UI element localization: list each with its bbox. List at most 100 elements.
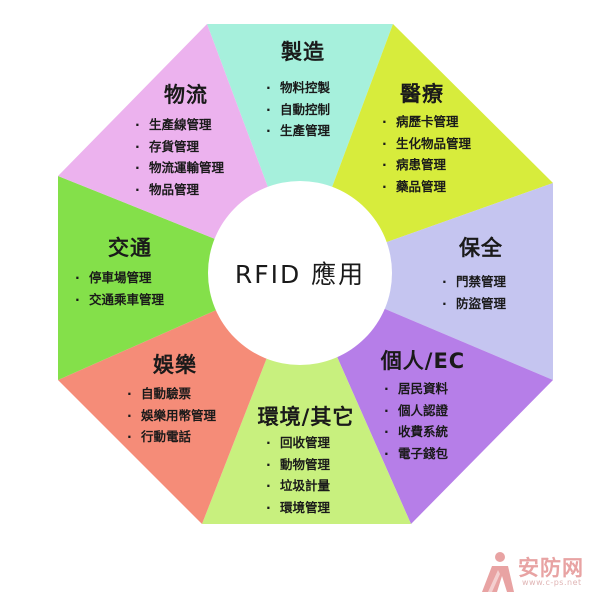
watermark-logo: 安防网 www.c-ps.net	[478, 548, 596, 596]
list-item: · 回收管理	[266, 432, 330, 454]
list-item: · 生產線管理	[135, 114, 224, 136]
list-item-label: 物流運輸管理	[149, 160, 225, 175]
segment-environment-other-wedge	[202, 273, 411, 524]
list-item-label: 回收管理	[280, 435, 331, 450]
segment-title-environment-other: 環境/其它	[257, 405, 355, 429]
bullet-icon: ·	[384, 445, 389, 461]
list-item: · 個人認證	[384, 400, 448, 422]
segment-title-logistics: 物流	[164, 83, 208, 107]
list-item-label: 防盜管理	[456, 295, 507, 311]
bullet-icon: ·	[382, 157, 387, 172]
watermark-text: 安防网	[518, 556, 584, 580]
list-item-label: 物料控製	[280, 80, 331, 95]
bullet-icon: ·	[135, 181, 140, 197]
list-item-label: 居民資料	[398, 381, 449, 396]
segment-list-security: · 門禁管理 · 防盜管理	[442, 271, 506, 314]
list-item-label: 物品管理	[149, 181, 200, 197]
segment-title-entertainment: 娛樂	[153, 353, 197, 377]
list-item-label: 行動電話	[141, 429, 192, 444]
list-item: · 生化物品管理	[382, 133, 471, 155]
list-item: · 物料控製	[266, 77, 330, 99]
bullet-icon: ·	[442, 295, 447, 311]
list-item-label: 電子錢包	[398, 445, 449, 461]
list-item-label: 停車場管理	[89, 270, 152, 285]
segment-list-personal-ec: · 居民資料 · 個人認證 · 收費系統 · 電子錢包	[384, 378, 448, 464]
bullet-icon: ·	[382, 135, 387, 151]
list-item: · 電子錢包	[384, 443, 448, 465]
list-item: ·動物管理	[266, 454, 330, 476]
list-item-label: 收費系統	[398, 424, 449, 439]
segment-title-traffic: 交通	[108, 236, 152, 260]
segment-list-medical: ·病歷卡管理·生化物品管理·病患管理·藥品管理	[382, 111, 471, 197]
bullet-icon: ·	[75, 291, 80, 307]
list-item: · 娛樂用幣管理	[127, 405, 216, 427]
list-item: ·環境管理	[266, 497, 330, 519]
segment-list-traffic: · 停車場管理 ·交通乘車管理	[75, 267, 164, 310]
segment-manufacturing-wedge	[207, 24, 393, 273]
list-item-label: 病患管理	[396, 157, 447, 172]
list-item: · 收費系統	[384, 421, 448, 443]
bullet-icon: ·	[266, 80, 271, 95]
list-item: · 物流運輸管理	[135, 157, 224, 179]
list-item-label: 生化物品管理	[396, 135, 472, 151]
segment-list-environment-other: ·回收管理·動物管理·垃圾計量·環境管理	[266, 432, 330, 518]
segment-title-personal-ec: 個人/EC	[380, 349, 466, 373]
list-item: · 藥品管理	[382, 176, 471, 198]
bullet-icon: ·	[135, 160, 140, 175]
center-hub	[208, 181, 392, 365]
list-item-label: 個人認證	[398, 402, 449, 418]
list-item-label: 生產線管理	[149, 117, 212, 132]
list-item: · 病患管理	[382, 154, 471, 176]
watermark-subtext: www.c-ps.net	[522, 578, 582, 587]
bullet-icon: ·	[135, 138, 140, 154]
bullet-icon: ·	[382, 114, 387, 129]
list-item-label: 自動驗票	[141, 386, 192, 401]
list-item: ·交通乘車管理	[75, 289, 164, 311]
segment-list-manufacturing: · 物料控製 · 自動控制 · 生產管理	[266, 77, 330, 142]
bullet-icon: ·	[266, 123, 271, 138]
segment-title-security: 保全	[459, 236, 503, 260]
list-item-label: 存貨管理	[149, 138, 200, 154]
list-item-label: 藥品管理	[396, 178, 447, 194]
list-item: · 居民資料	[384, 378, 448, 400]
list-item-label: 門禁管理	[456, 274, 507, 289]
bullet-icon: ·	[384, 424, 389, 439]
bullet-icon: ·	[127, 407, 132, 423]
bullet-icon: ·	[266, 499, 271, 515]
list-item: · 物品管理	[135, 179, 224, 201]
segment-traffic-wedge	[58, 176, 300, 380]
list-item: · 自動控制	[266, 99, 330, 121]
center-label: RFID 應用	[234, 260, 366, 289]
bullet-icon: ·	[266, 101, 271, 117]
bullet-icon: ·	[135, 117, 140, 132]
segment-title-medical: 醫療	[400, 82, 444, 106]
list-item: ·病歷卡管理	[382, 111, 471, 133]
bullet-icon: ·	[266, 456, 271, 472]
bullet-icon: ·	[384, 402, 389, 418]
list-item: · 停車場管理	[75, 267, 164, 289]
list-item: · 自動驗票	[127, 383, 216, 405]
person-logo-icon	[482, 552, 514, 592]
list-item: · 防盜管理	[442, 293, 506, 315]
list-item-label: 娛樂用幣管理	[141, 407, 217, 423]
segment-list-entertainment: · 自動驗票 · 娛樂用幣管理 ·行動電話	[127, 383, 216, 448]
segment-security-wedge	[300, 183, 553, 380]
bullet-icon: ·	[75, 270, 80, 285]
bullet-icon: ·	[442, 274, 447, 289]
list-item-label: 自動控制	[280, 101, 331, 117]
bullet-icon: ·	[266, 435, 271, 450]
list-item: · 生產管理	[266, 120, 330, 142]
list-item-label: 生產管理	[280, 123, 331, 138]
bullet-icon: ·	[382, 178, 387, 194]
segment-title-manufacturing: 製造	[281, 40, 325, 64]
list-item: · 垃圾計量	[266, 475, 330, 497]
list-item-label: 垃圾計量	[280, 478, 331, 493]
list-item: · 門禁管理	[442, 271, 506, 293]
bullet-icon: ·	[384, 381, 389, 396]
segment-list-logistics: · 生產線管理 · 存貨管理 · 物流運輸管理 · 物品管理	[135, 114, 224, 200]
bullet-icon: ·	[266, 478, 271, 493]
bullet-icon: ·	[127, 386, 132, 401]
list-item: ·行動電話	[127, 426, 216, 448]
